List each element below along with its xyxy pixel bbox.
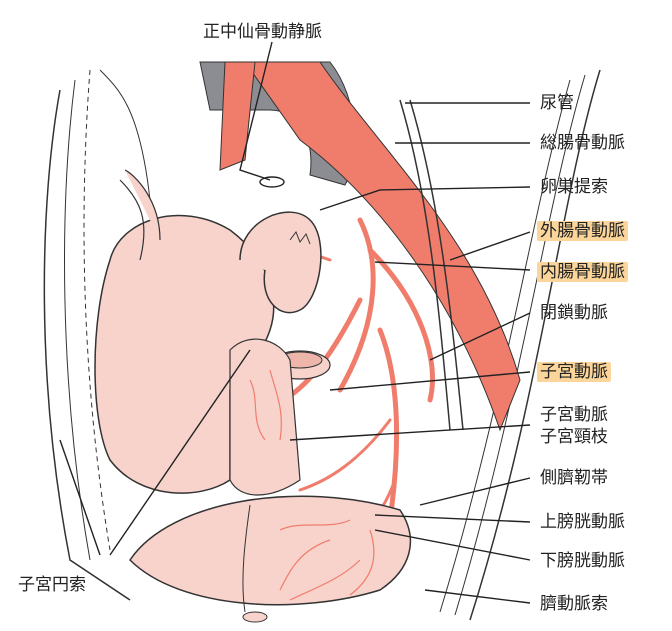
label-uterine-cervical-1: 子宮動脈 [540,405,608,425]
label-external-iliac: 外腸骨動脈 [537,221,628,241]
label-median-sacral: 正中仙骨動静脈 [203,22,322,42]
bladder [130,496,410,604]
label-ovarian-susp: 卵巣提索 [540,177,608,197]
label-superior-vesical: 上膀胱動脈 [540,512,625,532]
label-uterine-cervical-2: 子宮頸枝 [540,427,608,447]
label-internal-iliac: 内腸骨動脈 [537,262,628,282]
label-obturator: 閉鎖動脈 [540,303,608,323]
label-common-iliac: 総腸骨動脈 [540,133,625,153]
label-lateral-umbilical: 側臍靭帯 [540,468,608,488]
label-round-ligament: 子宮円索 [18,575,86,595]
label-umbilical-cord: 臍動脈索 [540,594,608,614]
label-ureter: 尿管 [540,93,574,113]
label-inferior-vesical: 下膀胱動脈 [540,551,625,571]
label-uterine: 子宮動脈 [537,362,611,382]
cervix [230,339,300,495]
